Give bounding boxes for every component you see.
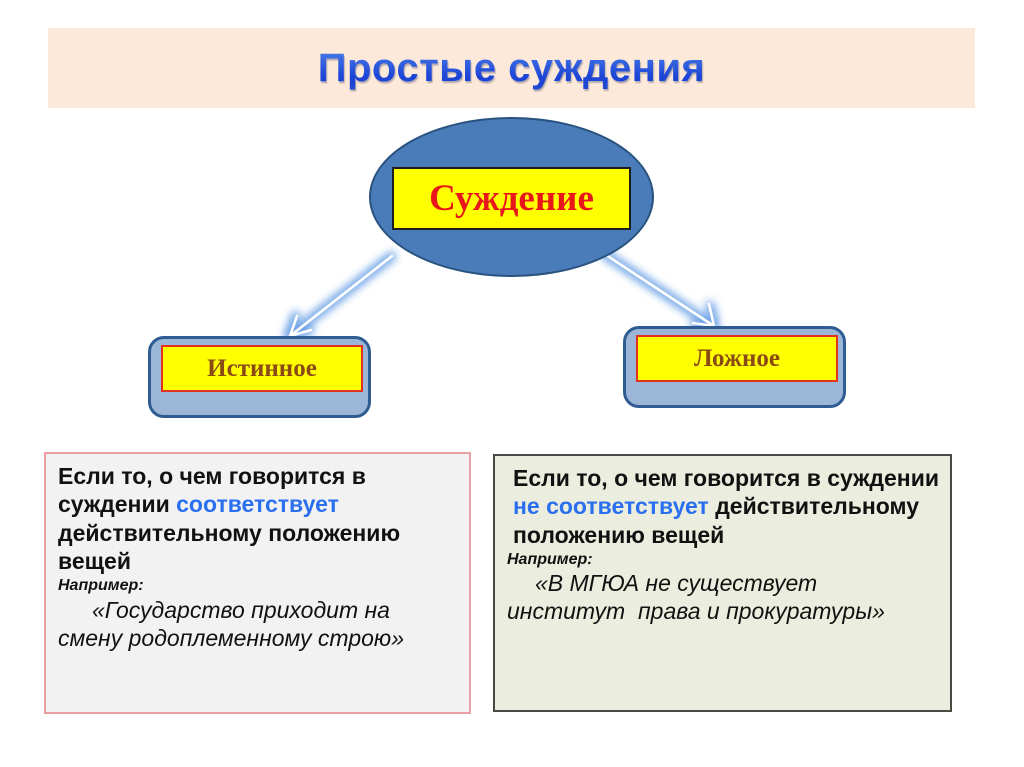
judgement-label: Суждение (429, 178, 594, 219)
explanation-panel-true: Если то, о чем говорится в суждении соот… (44, 452, 471, 714)
judgement-label-box: Суждение (392, 167, 631, 230)
definition-true-part1: Если то, о чем говорится в суждении (58, 463, 366, 518)
branch-label-true: Истинное (207, 355, 317, 382)
arrow-to-false (601, 251, 716, 328)
definition-true: Если то, о чем говорится в суждении соот… (58, 462, 459, 575)
definition-false-part2: действительному положению вещей (513, 493, 920, 548)
explanation-panel-false: Если то, о чем говорится в суждении не с… (493, 454, 952, 712)
arrow-to-true-glow (285, 253, 395, 340)
example-label-false: Например: (507, 550, 593, 568)
arrow-to-true (288, 254, 394, 338)
definition-true-highlight: соответствует (176, 491, 339, 518)
definition-false-highlight: не соответствует (513, 493, 709, 520)
title-band: Простые суждения (48, 28, 975, 108)
example-quote-true: «Государство приходит на смену родоплеме… (58, 596, 404, 651)
definition-false-part1: Если то, о чем говорится в суждении (513, 465, 939, 491)
branch-box-true: Истинное (148, 336, 371, 418)
definition-false: Если то, о чем говорится в суждении не с… (507, 464, 940, 549)
branch-label-false: Ложное (693, 345, 780, 372)
branch-label-box-true: Истинное (161, 345, 363, 392)
definition-true-part2: действительному положению вещей (58, 519, 401, 574)
page-title: Простые суждения (48, 28, 975, 108)
example-quote-false: «В МГЮА не существует институт права и п… (507, 570, 885, 625)
arrow-to-false-glow (600, 250, 718, 330)
branch-box-false: Ложное (623, 326, 846, 408)
branch-label-box-false: Ложное (636, 335, 838, 382)
judgement-oval: Суждение (369, 117, 654, 277)
example-label-true: Например: (58, 577, 144, 595)
